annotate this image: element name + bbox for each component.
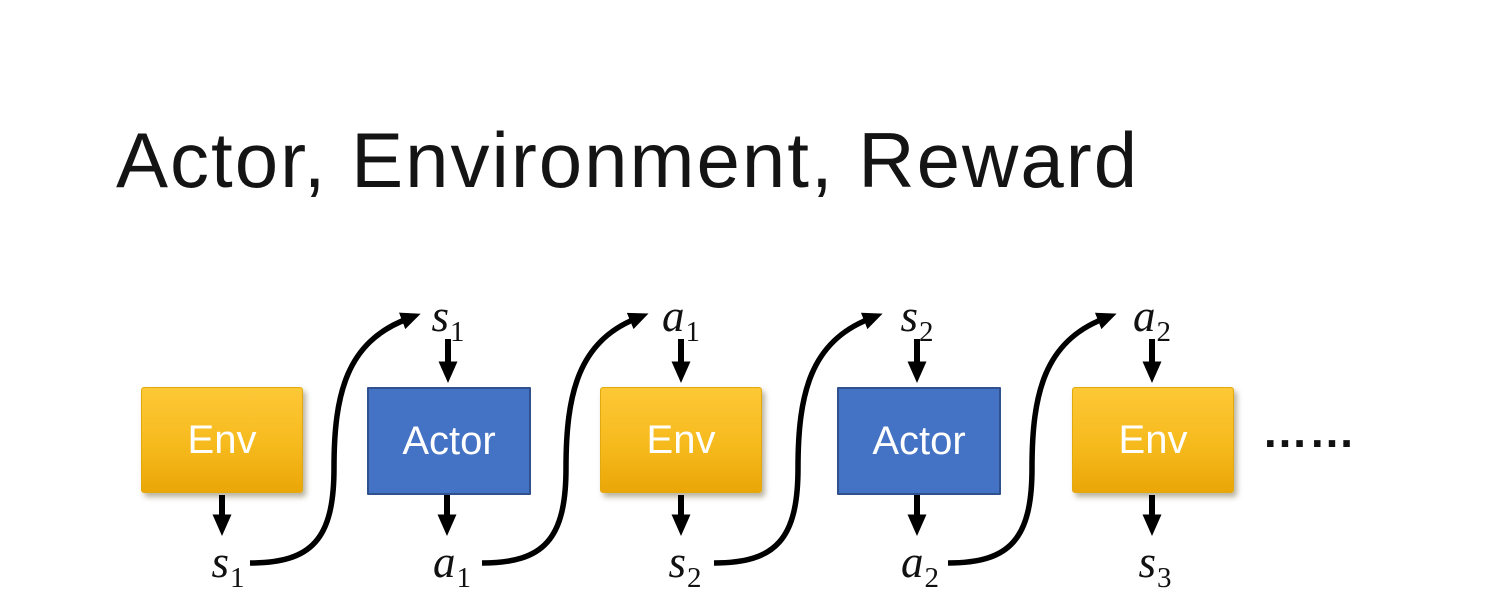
- continuation-dots: ……: [1262, 405, 1356, 457]
- env-box-1: Env: [141, 387, 303, 493]
- bottom-label-s1: s1: [211, 537, 245, 594]
- actor-box-1-label: Actor: [402, 419, 496, 463]
- top-label-s1: s1: [431, 291, 465, 348]
- actor-box-2-label: Actor: [872, 419, 966, 463]
- bottom-label-s3: s3: [1138, 537, 1172, 594]
- env-box-1-label: Env: [187, 418, 257, 462]
- bottom-label-s2: s2: [668, 537, 702, 594]
- env-box-3-label: Env: [1118, 418, 1188, 462]
- env-box-3: Env: [1072, 387, 1234, 493]
- top-label-s2: s2: [900, 291, 934, 348]
- env-box-2: Env: [600, 387, 762, 493]
- bottom-label-a1: a1: [433, 537, 471, 594]
- env-box-2-label: Env: [646, 418, 716, 462]
- bottom-label-a2: a2: [901, 537, 939, 594]
- actor-box-1: Actor: [367, 387, 531, 495]
- top-label-a2: a2: [1133, 291, 1171, 348]
- actor-box-2: Actor: [837, 387, 1001, 495]
- slide-title: Actor, Environment, Reward: [116, 116, 1140, 204]
- top-label-a1: a1: [662, 291, 700, 348]
